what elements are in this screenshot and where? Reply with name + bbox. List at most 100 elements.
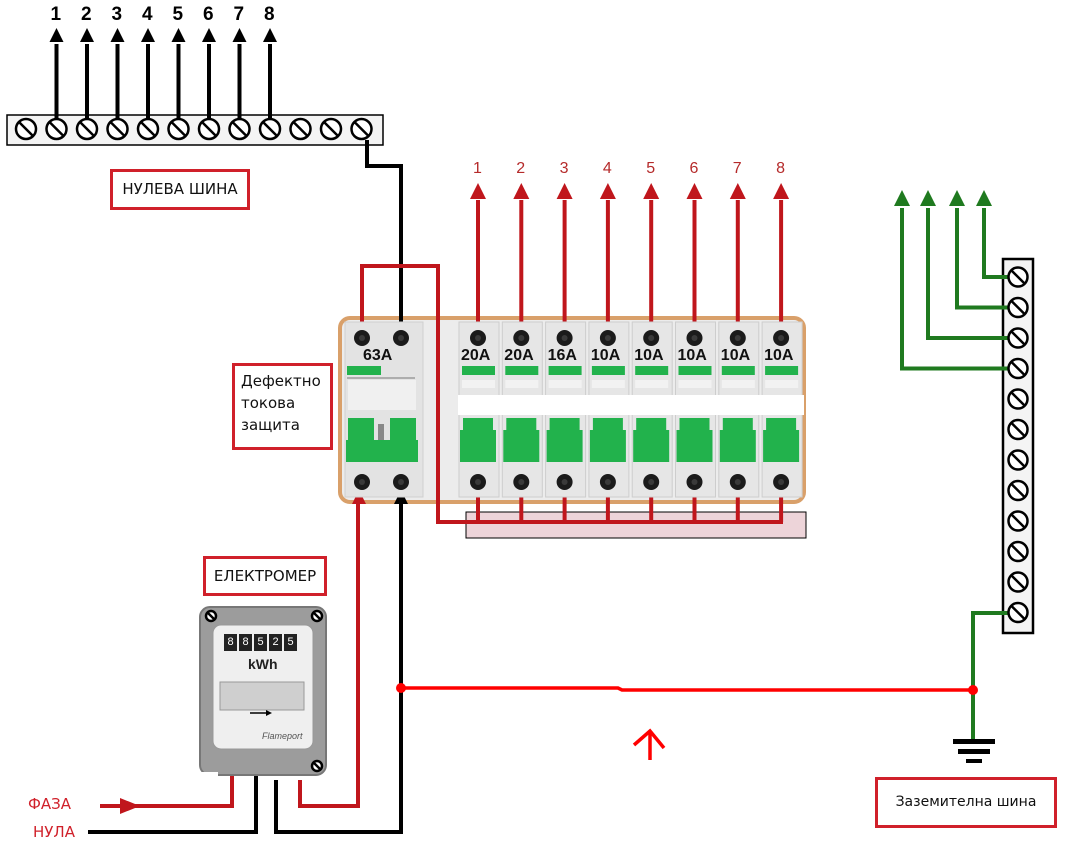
rcd-label-line-1: Дефектно [241, 372, 321, 390]
rcd-label: Дефектно токова защита [232, 363, 333, 450]
meter-to-rcd-neutral-wire [274, 500, 403, 834]
ground-output-arrow-icon [894, 190, 910, 206]
ground-output-wire [982, 208, 1012, 279]
rcd-rating: 63A [363, 347, 393, 364]
breaker-output-number: 4 [602, 160, 612, 177]
breaker-rating: 20A [461, 347, 491, 364]
breaker-output-number: 8 [776, 160, 785, 177]
rcd-bottom-left-terminal [354, 474, 370, 490]
breaker-rating: 10A [590, 347, 621, 364]
neutral-bus-label-text: НУЛЕВА ШИНА [122, 180, 238, 198]
breaker-indicator [505, 366, 539, 375]
breaker-top-terminal [773, 330, 790, 346]
meter-digit: 8 [224, 634, 237, 651]
breaker-output-arrow-icon [599, 183, 616, 199]
rcd-test-button [378, 424, 384, 440]
breaker-top-terminal [686, 330, 703, 346]
meter-window [219, 681, 305, 711]
breaker-bottom-terminal [513, 474, 530, 490]
neutral-output-number: 7 [233, 4, 245, 25]
phase-input-label: ФАЗА [28, 795, 72, 813]
ground-bus-screw-icon [1007, 540, 1029, 563]
breaker-bottom-terminal [686, 474, 703, 490]
neutral-bus-screw-icon [258, 117, 282, 141]
ground-bus-screw-icon [1007, 479, 1029, 502]
phase-busbar [465, 511, 807, 539]
breaker-bottom-terminal [643, 474, 660, 490]
neutral-bus-screw-icon [14, 117, 38, 141]
breaker-output-number: 7 [732, 160, 742, 177]
neutral-output-number: 3 [111, 4, 123, 25]
neutral-bus-screw-icon [75, 117, 99, 141]
breaker-bottom-terminal [599, 474, 616, 490]
rcd-top-left-terminal [354, 330, 370, 346]
meter-digit: 8 [239, 634, 252, 651]
breaker-top-terminal [599, 330, 616, 346]
breaker-indicator [635, 366, 669, 375]
neutral-output-arrow-icon [232, 28, 247, 42]
neutral-output-arrow-icon [80, 28, 94, 42]
label-strip [458, 395, 804, 415]
breaker-rating: 10A [720, 347, 751, 364]
neutral-output-number: 1 [50, 4, 62, 25]
neutral-bus-screw-icon [228, 117, 251, 141]
breaker-top-terminal [556, 330, 573, 346]
breaker-output-number: 3 [559, 160, 569, 177]
earth-symbol-icon [958, 749, 990, 754]
breaker-output-arrow-icon [643, 183, 660, 199]
ground-output-wire [900, 208, 1012, 371]
neutral-output-arrow-icon [171, 28, 186, 42]
meter-unit: kWh [248, 656, 278, 672]
breaker-rating: 16A [547, 347, 577, 364]
earth-symbol-icon [966, 759, 982, 763]
ground-bus-screw-icon [1007, 388, 1029, 410]
neutral-output-number: 6 [203, 4, 214, 25]
breaker-bottom-terminal [556, 474, 573, 490]
ground-bus-screw-icon [1007, 327, 1029, 349]
rcd-toggle-bar [346, 440, 418, 462]
breaker-output-number: 5 [646, 160, 656, 177]
neutral-bus-screw-icon [167, 117, 190, 141]
neutral-bus-screw-icon [289, 117, 312, 141]
annotation-node-neutral [396, 683, 406, 693]
breaker-toggle-base [546, 430, 583, 462]
ground-bus-bar [1001, 257, 1035, 635]
breaker-top-terminal [513, 330, 530, 346]
annotation-node-ground [968, 685, 978, 695]
meter-digit: 5 [254, 634, 267, 651]
neutral-output-number: 5 [172, 4, 184, 25]
breaker-indicator [678, 366, 712, 375]
ground-bus-screw-icon [1007, 296, 1029, 319]
breaker-toggle-base [633, 430, 670, 462]
neutral-output-arrow-icon [110, 28, 125, 42]
breaker-indicator [462, 366, 495, 375]
neutral-bus-feed-wire [365, 140, 403, 340]
breaker-toggle-base [589, 430, 626, 462]
neutral-input-label: НУЛА [33, 823, 75, 841]
breaker-spec-plate [505, 380, 539, 388]
breaker-top-terminal [643, 330, 660, 346]
breaker-top-terminal [470, 330, 486, 346]
breaker-output-number: 6 [689, 160, 699, 177]
ground-bus-screw-icon [1007, 266, 1029, 288]
neutral-bus-screw-icon [45, 117, 68, 141]
breaker-indicator [721, 366, 755, 375]
rcd-spec-plate [348, 380, 416, 410]
neutral-input-wire [88, 776, 258, 834]
annotation-up-arrow-icon [632, 728, 666, 750]
breaker-spec-plate [721, 380, 755, 388]
ground-output-wire [955, 208, 1012, 310]
breaker-output-arrow-icon [470, 183, 486, 199]
ground-bus-screw-icon [1007, 571, 1029, 593]
breaker-bottom-terminal [729, 474, 746, 490]
breaker-spec-plate [462, 380, 495, 388]
breaker-spec-plate [678, 380, 712, 388]
annotation-neutral-ground-link [401, 686, 973, 692]
neutral-output-arrow-icon [49, 28, 64, 42]
neutral-output-arrow-icon [202, 28, 216, 42]
breaker-indicator [591, 366, 625, 375]
breaker-indicator [548, 366, 582, 375]
ground-output-wire [926, 208, 1012, 340]
